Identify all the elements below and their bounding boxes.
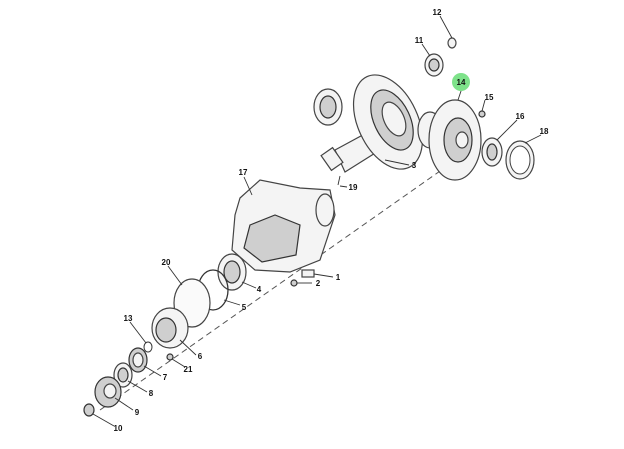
part-2-plug[interactable] [290,279,298,287]
callout-8[interactable]: 8 [149,389,154,398]
part-3-ring-gear[interactable] [334,64,436,180]
part-18-race[interactable] [505,140,535,180]
part-seal[interactable] [313,88,343,126]
callout-1[interactable]: 1 [336,273,341,282]
part-9-flange[interactable] [94,376,122,408]
callout-20[interactable]: 20 [162,258,171,267]
callout-18[interactable]: 18 [540,127,549,136]
callout-6[interactable]: 6 [198,352,203,361]
part-1-plate[interactable] [301,269,315,278]
callout-13[interactable]: 13 [124,314,133,323]
callout-16[interactable]: 16 [516,112,525,121]
callout-3[interactable]: 3 [412,161,417,170]
part-15-bolt[interactable] [478,110,486,118]
highlight-marker [452,73,470,91]
callout-9[interactable]: 9 [135,408,140,417]
part-10-nut[interactable] [83,403,95,417]
callout-14[interactable]: 14 [457,78,466,87]
part-11-bearing[interactable] [424,53,444,77]
callout-2[interactable]: 2 [316,279,321,288]
assembly-axis [99,149,471,411]
callout-15[interactable]: 15 [485,93,494,102]
callout-7[interactable]: 7 [163,373,168,382]
part-16-bearing[interactable] [481,137,503,167]
part-17-housing[interactable] [231,179,336,273]
part-7-seal[interactable] [128,347,148,373]
callout-17[interactable]: 17 [239,168,248,177]
part-14-differential[interactable] [417,99,482,181]
part-pinion-shaft[interactable] [320,146,344,172]
callout-11[interactable]: 11 [415,36,424,45]
part-4-bearing[interactable] [217,253,247,291]
part-13-oring[interactable] [143,341,153,353]
callout-12[interactable]: 12 [433,8,442,17]
callout-5[interactable]: 5 [242,303,247,312]
callout-19[interactable]: 19 [349,183,358,192]
part-6-cover[interactable] [151,307,189,349]
callout-21[interactable]: 21 [184,365,193,374]
part-21-bolt[interactable] [166,353,174,361]
callout-4[interactable]: 4 [257,285,262,294]
leader-lines [92,15,542,427]
part-8-seal[interactable] [113,362,133,388]
callout-10[interactable]: 10 [114,424,123,433]
part-19-pin[interactable] [337,175,341,186]
part-12-oring[interactable] [447,37,457,49]
